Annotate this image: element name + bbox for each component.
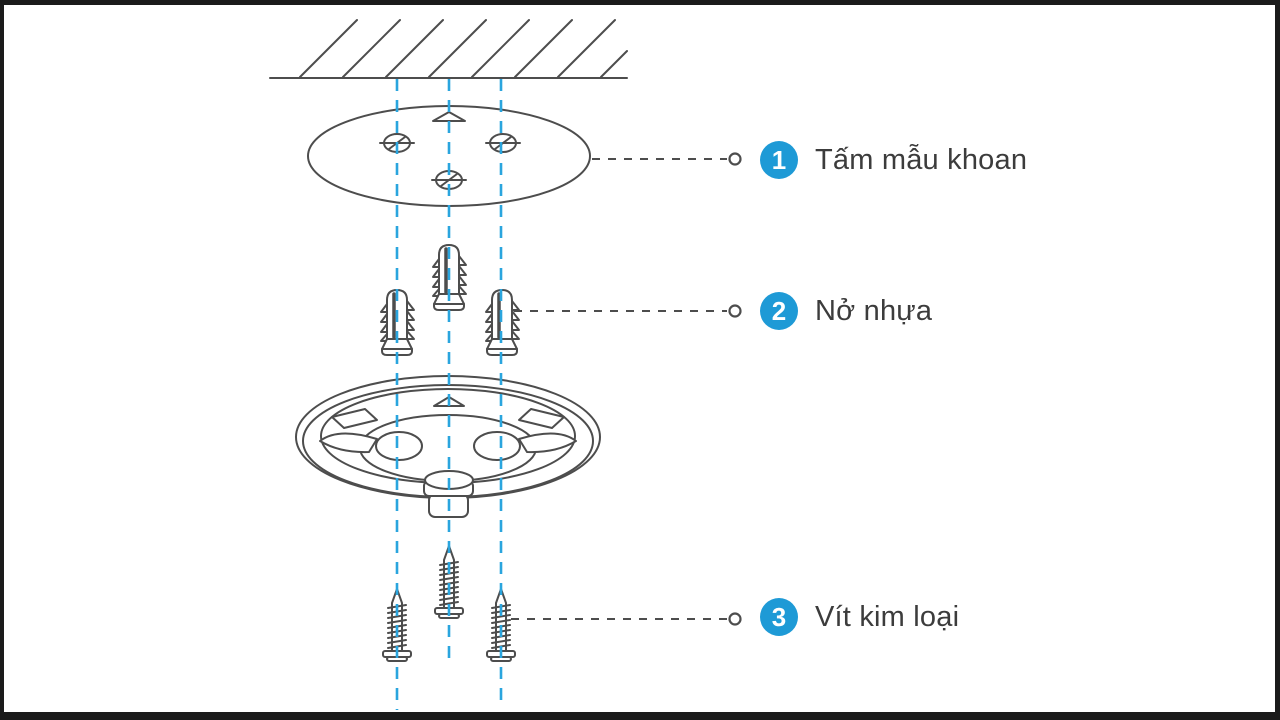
connector-dot-2: [728, 304, 742, 318]
label-text-drill-template: Tấm mẫu khoan: [815, 143, 1028, 176]
label-text-metal-screw: Vít kim loại: [815, 600, 960, 633]
connector-dot-3: [728, 612, 742, 626]
badge-3: 3: [760, 598, 798, 636]
label-row-drill-template: 1 Tấm mẫu khoan: [760, 141, 1027, 179]
connector-lines: [511, 152, 742, 626]
ceiling-drawing: [269, 19, 628, 79]
label-row-metal-screw: 3 Vít kim loại: [760, 598, 959, 636]
badge-1: 1: [760, 141, 798, 179]
ceiling-hatching: [299, 19, 628, 78]
label-text-plastic-anchor: Nở nhựa: [815, 294, 933, 327]
label-row-plastic-anchor: 2 Nở nhựa: [760, 292, 932, 330]
connector-dot-1: [728, 152, 742, 166]
guide-lines: [395, 79, 503, 710]
manual-page: [4, 5, 1275, 712]
badge-2: 2: [760, 292, 798, 330]
mounting-base-drawing: [295, 375, 601, 518]
